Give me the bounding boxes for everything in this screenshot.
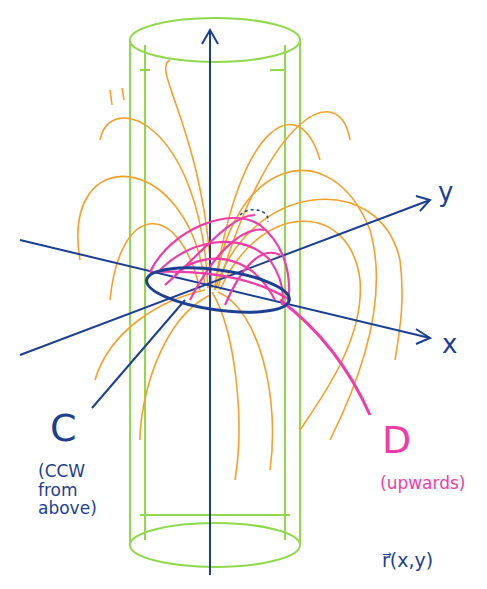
- cylinder: [130, 18, 300, 567]
- orientation-note: (CCW from above): [36, 462, 110, 518]
- curve-c: [92, 210, 292, 408]
- field-lines: [78, 60, 402, 480]
- axis-label: x: [440, 330, 459, 359]
- axes: [20, 30, 430, 575]
- orientation-note: (upwards): [378, 474, 468, 493]
- surface-d: [150, 215, 370, 415]
- curve-label: C: [48, 408, 79, 450]
- axis-label: y: [436, 178, 455, 207]
- function-label: r⃗(x,y): [380, 550, 435, 571]
- surface-label: D: [380, 420, 413, 462]
